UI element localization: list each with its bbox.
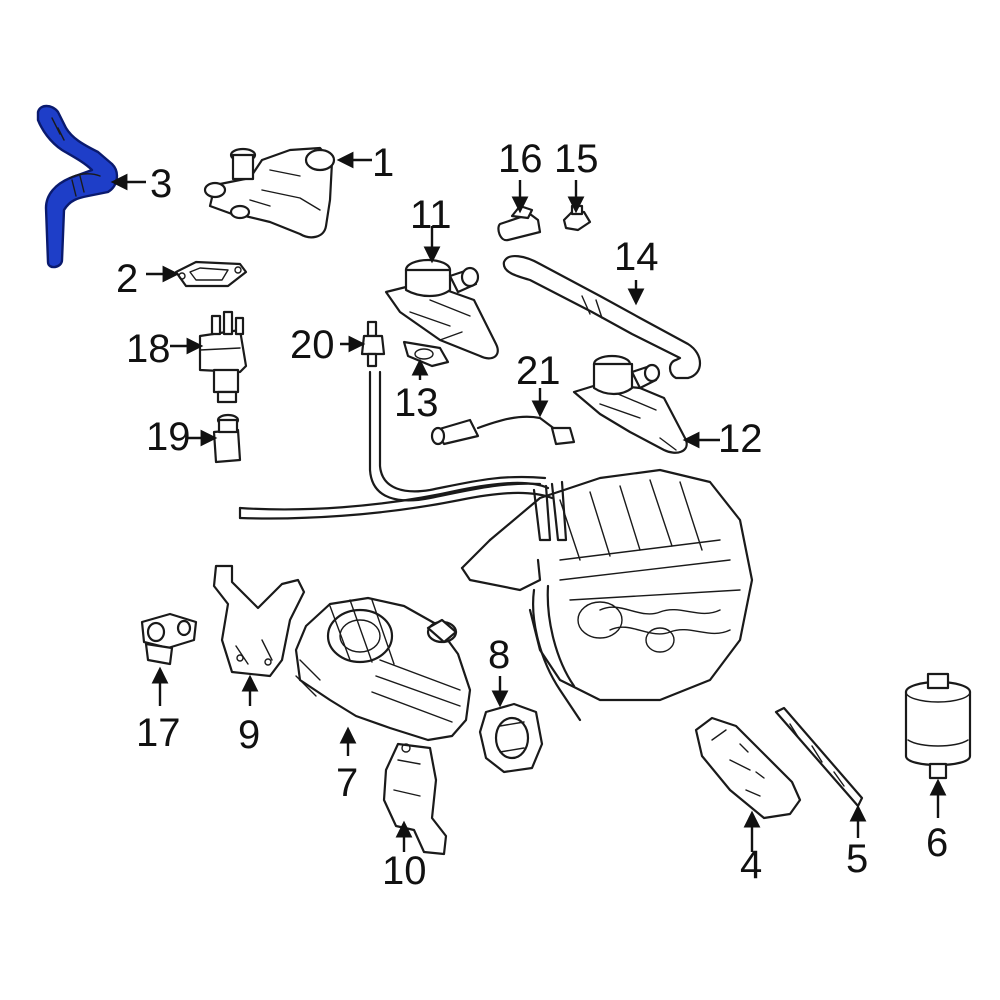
part-21-sensor[interactable] bbox=[430, 415, 576, 446]
callout-1: 1 bbox=[372, 141, 394, 185]
vacuum-line bbox=[238, 370, 554, 520]
callout-2: 2 bbox=[116, 257, 138, 301]
callout-9: 9 bbox=[238, 713, 260, 757]
callout-11: 11 bbox=[410, 193, 452, 237]
callout-17: 17 bbox=[136, 711, 181, 755]
part-17-sensor[interactable] bbox=[140, 612, 198, 666]
callout-14: 14 bbox=[614, 235, 659, 279]
callout-labels: 1 2 3 4 5 6 7 8 9 10 11 12 13 14 15 16 1… bbox=[116, 137, 948, 893]
callout-20: 20 bbox=[290, 323, 335, 367]
part-13-gasket[interactable] bbox=[402, 340, 450, 368]
callout-8: 8 bbox=[488, 633, 510, 677]
callout-16: 16 bbox=[498, 137, 543, 181]
callout-arrows bbox=[110, 151, 947, 852]
callout-21: 21 bbox=[516, 349, 561, 393]
callout-7: 7 bbox=[336, 761, 358, 805]
part-5-strip[interactable] bbox=[774, 706, 864, 808]
part-2-gasket[interactable] bbox=[174, 260, 248, 288]
part-19-connector[interactable] bbox=[212, 413, 242, 464]
callout-6: 6 bbox=[926, 821, 948, 865]
callout-5: 5 bbox=[846, 837, 868, 881]
callout-13: 13 bbox=[394, 381, 439, 425]
callout-19: 19 bbox=[146, 415, 191, 459]
part-1-valve[interactable] bbox=[203, 146, 336, 239]
part-14-tube[interactable] bbox=[502, 255, 702, 380]
part-20-check-valve[interactable] bbox=[360, 320, 386, 368]
callout-12: 12 bbox=[718, 417, 763, 461]
part-10-bracket[interactable] bbox=[382, 742, 448, 856]
part-16-fitting[interactable] bbox=[497, 204, 542, 242]
part-9-bracket[interactable] bbox=[212, 564, 306, 678]
part-3-hose[interactable] bbox=[36, 104, 119, 269]
part-18-sensor[interactable] bbox=[198, 310, 248, 404]
callout-4: 4 bbox=[740, 843, 762, 887]
part-12-valve[interactable] bbox=[572, 354, 688, 454]
callout-15: 15 bbox=[554, 137, 599, 181]
callout-3: 3 bbox=[150, 162, 172, 206]
part-8-pulley[interactable] bbox=[478, 702, 544, 774]
callout-18: 18 bbox=[126, 327, 171, 371]
part-11-valve[interactable] bbox=[384, 258, 499, 360]
part-4-module[interactable] bbox=[694, 716, 802, 820]
callout-10: 10 bbox=[382, 849, 427, 893]
engine-intake-manifold bbox=[460, 468, 754, 722]
part-7-air-pump[interactable] bbox=[294, 596, 472, 742]
part-6-filter[interactable] bbox=[904, 672, 972, 780]
